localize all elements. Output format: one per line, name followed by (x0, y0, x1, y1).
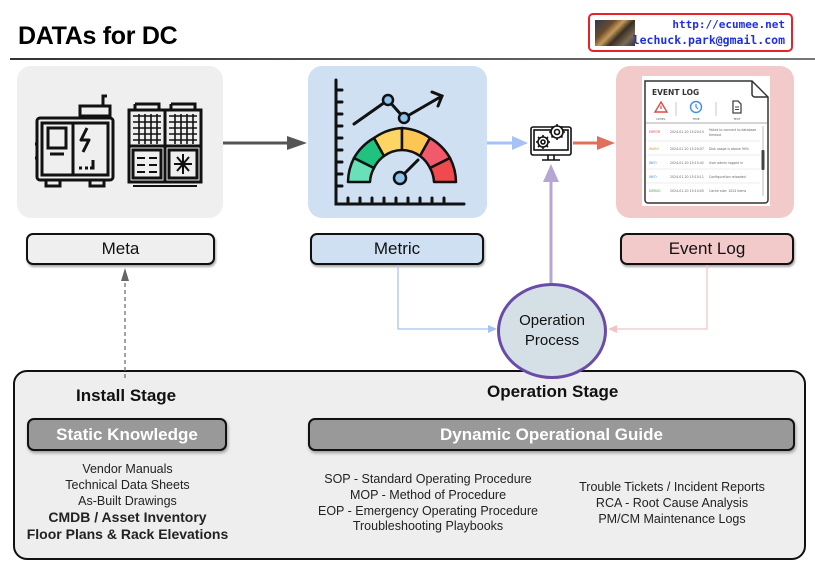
svg-text:TIME: TIME (691, 117, 699, 121)
svg-text:Failed to connect to database: Failed to connect to database (709, 128, 756, 132)
list-item: As-Built Drawings (78, 493, 177, 508)
svg-text:2024-01-20 15:10:05: 2024-01-20 15:10:05 (670, 189, 704, 193)
contact-email[interactable]: lechuck.park@gmail.com (632, 33, 785, 47)
svg-text:Disk usage is above 90%: Disk usage is above 90% (709, 147, 749, 151)
list-item: Floor Plans & Rack Elevations (26, 526, 229, 543)
svg-text:2024-01-20 15:20:07: 2024-01-20 15:20:07 (670, 147, 704, 151)
meta-label[interactable]: Meta (26, 233, 215, 265)
level-icon (653, 100, 669, 113)
svg-text:Configuration reloaded: Configuration reloaded (709, 175, 746, 179)
list-item: Trouble Tickets / Incident Reports (579, 480, 765, 494)
records-list: Trouble Tickets / Incident Reports RCA -… (562, 480, 782, 527)
list-item: Troubleshooting Playbooks (352, 519, 504, 534)
meta-to-metric-arrowhead (287, 136, 307, 150)
gauge-chart-icon (334, 78, 466, 206)
install-to-meta-arrowhead (121, 268, 129, 281)
svg-text:User admin logged in: User admin logged in (709, 161, 743, 165)
operation-process-line2: Process (524, 332, 580, 349)
svg-text:2024-01-20 15:20:15: 2024-01-20 15:20:15 (670, 130, 704, 134)
procedures-list: SOP - Standard Operating Procedure MOP -… (308, 472, 548, 535)
page-title: DATAs for DC (18, 22, 178, 50)
event-log-label[interactable]: Event Log (620, 233, 794, 265)
dynamic-operational-guide-box[interactable]: Dynamic Operational Guide (308, 418, 795, 451)
operation-process-node[interactable]: Operation Process (497, 283, 607, 379)
list-item: CMDB / Asset Inventory (48, 509, 207, 526)
text-file-icon (732, 100, 742, 114)
svg-text:ERROR: ERROR (649, 130, 661, 134)
svg-text:TEXT: TEXT (732, 117, 741, 121)
event-to-process-line (615, 265, 708, 330)
list-item: MOP - Method of Procedure (349, 487, 507, 502)
metric-to-process-line (397, 265, 490, 330)
time-icon (689, 100, 703, 114)
svg-text:timeout: timeout (709, 133, 722, 137)
cooling-unit-icon (127, 102, 203, 187)
generator-icon (35, 94, 115, 188)
svg-text:2024-01-20 15:10:11: 2024-01-20 15:10:11 (670, 175, 704, 179)
metric-to-process-arrowhead (488, 325, 497, 333)
event-log-card-title: EVENT LOG (652, 88, 699, 97)
list-item: Technical Data Sheets (65, 477, 190, 492)
metric-panel (308, 66, 487, 218)
operation-process-line1: Operation (519, 312, 585, 329)
contact-url[interactable]: http://ecumee.net (672, 18, 785, 31)
meta-panel (17, 66, 223, 218)
author-thumbnail (595, 20, 635, 46)
process-to-processor-arrowhead (543, 164, 559, 182)
metric-to-processor-arrowhead (512, 136, 528, 150)
metric-label[interactable]: Metric (310, 233, 484, 265)
stage-container (13, 370, 806, 560)
event-log-card: EVENT LOG LEVEL TIME TEXT ERROR 2024-01-2… (642, 76, 770, 206)
list-item: EOP - Emergency Operating Procedure (317, 503, 538, 518)
event-to-process-arrowhead (608, 325, 617, 333)
monitor-gears-icon (530, 124, 572, 161)
install-stage-title: Install Stage (76, 386, 177, 405)
svg-text:LEVEL: LEVEL (656, 117, 666, 121)
svg-text:Cache size: 1024 items: Cache size: 1024 items (709, 189, 747, 193)
static-knowledge-box[interactable]: Static Knowledge (27, 418, 227, 451)
svg-text:WARN: WARN (649, 147, 659, 151)
list-item: SOP - Standard Operating Procedure (324, 472, 532, 486)
processor-to-event-arrowhead (597, 136, 615, 150)
svg-text:INFO: INFO (649, 161, 657, 165)
list-item: Vendor Manuals (82, 462, 173, 476)
event-log-panel: EVENT LOG LEVEL TIME TEXT ERROR 2024-01-2… (616, 66, 794, 218)
header-divider (10, 58, 815, 60)
svg-text:2024-01-20 15:15:42: 2024-01-20 15:15:42 (670, 161, 704, 165)
install-stage-list: Vendor Manuals Technical Data Sheets As-… (20, 462, 235, 543)
list-item: RCA - Root Cause Analysis (595, 495, 749, 510)
list-item: PM/CM Maintenance Logs (598, 511, 746, 526)
contact-badge: http://ecumee.net lechuck.park@gmail.com (588, 13, 793, 52)
svg-text:INFO: INFO (649, 175, 657, 179)
operation-stage-title: Operation Stage (487, 382, 619, 401)
svg-text:DEBUG: DEBUG (649, 189, 661, 193)
